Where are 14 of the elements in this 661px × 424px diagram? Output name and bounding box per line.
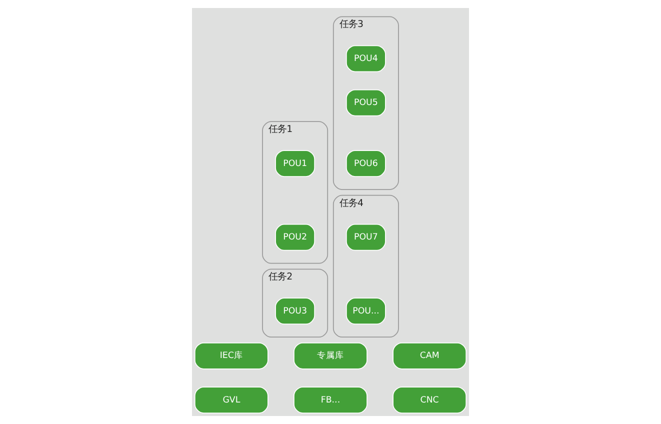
node-box: POU5: [346, 89, 386, 116]
node-box: POU...: [346, 298, 386, 325]
node-box: IEC库: [194, 342, 268, 370]
node-box: POU2: [275, 224, 316, 251]
node-box: GVL: [194, 386, 268, 414]
node-box: FB...: [294, 386, 368, 414]
node-box: POU7: [346, 224, 386, 251]
node-box: POU4: [346, 45, 386, 72]
node-box: POU6: [346, 150, 386, 177]
node-box: CAM: [392, 342, 467, 370]
node-box: 专属库: [294, 342, 368, 370]
node-box: POU1: [275, 150, 316, 177]
node-box: POU3: [275, 298, 316, 325]
node-box: CNC: [392, 386, 467, 414]
